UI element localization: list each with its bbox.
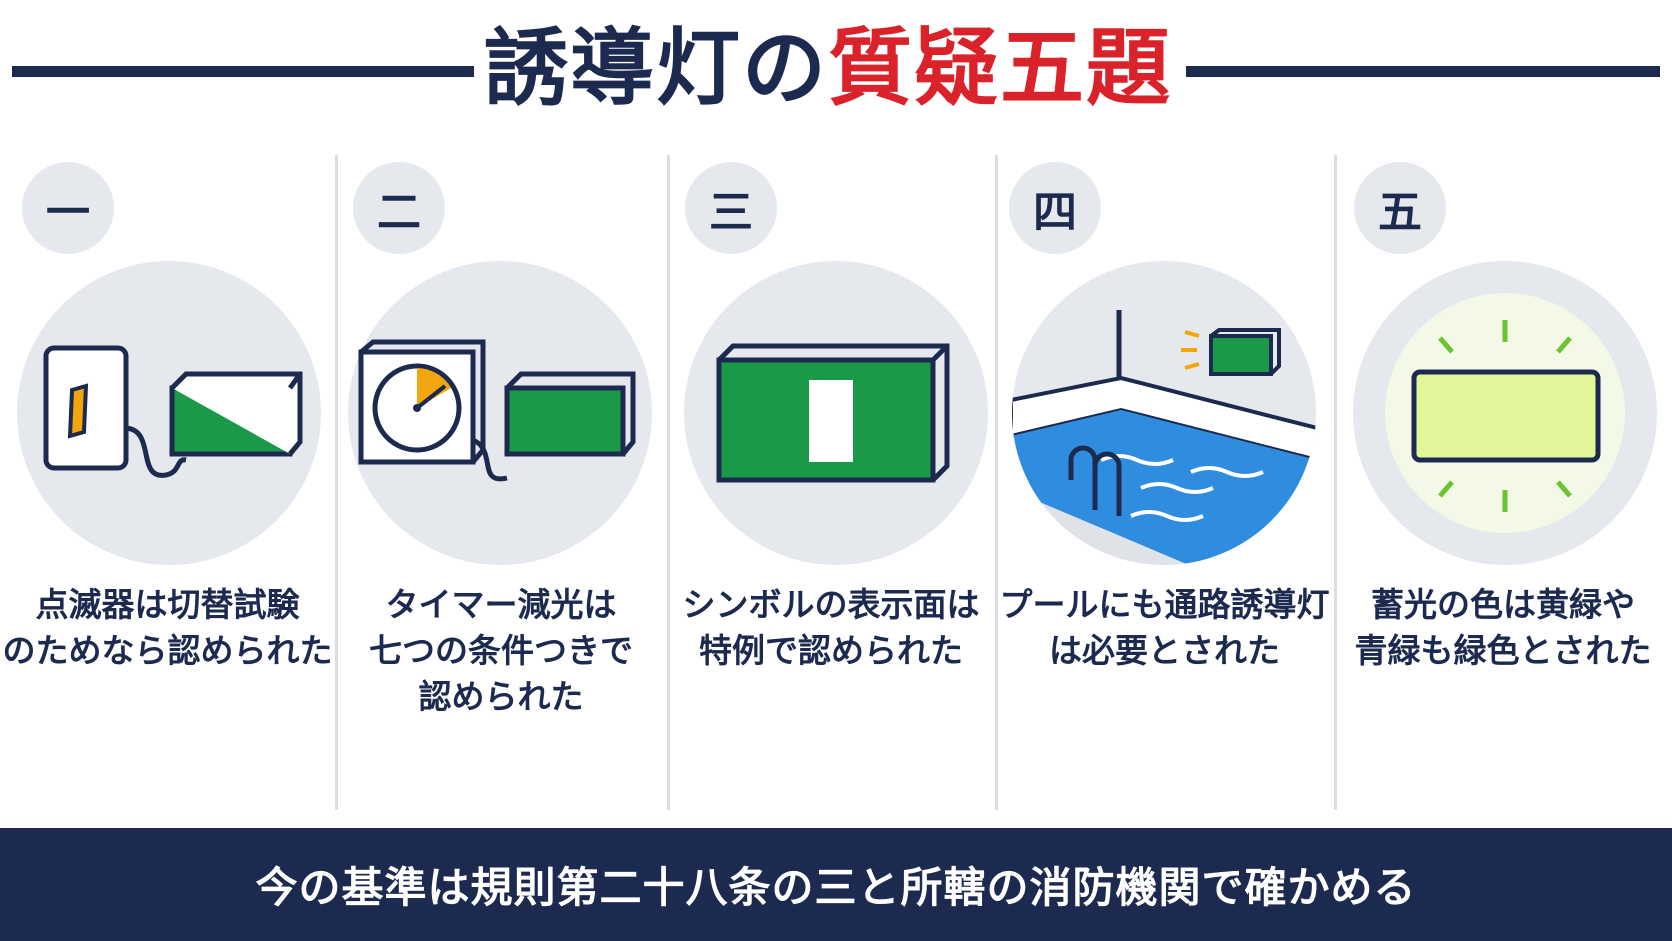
title-part-1: 誘導灯の bbox=[483, 19, 828, 117]
item-caption: シンボルの表示面は 特例で認められた bbox=[682, 585, 980, 670]
column-divider bbox=[1334, 155, 1337, 810]
number-badge: 四 bbox=[1009, 162, 1101, 254]
number-badge: 一 bbox=[22, 162, 114, 254]
column-divider bbox=[335, 155, 338, 810]
switch-and-sign-icon bbox=[17, 261, 321, 565]
column-divider bbox=[667, 155, 670, 810]
title-part-2: 質疑五題 bbox=[828, 19, 1173, 117]
number-badge: 二 bbox=[353, 162, 445, 254]
pool-sign-icon bbox=[1012, 261, 1316, 565]
glow-panel-icon bbox=[1353, 261, 1657, 565]
number-badge: 五 bbox=[1354, 162, 1446, 254]
title-rule-left bbox=[12, 66, 474, 77]
number-badge: 三 bbox=[685, 162, 777, 254]
column-divider bbox=[995, 155, 998, 810]
item-caption: 点滅器は切替試験 のためなら認められた bbox=[2, 585, 333, 670]
page-title: 誘導灯の質疑五題 bbox=[470, 18, 1186, 118]
item-caption: プールにも通路誘導灯 は必要とされた bbox=[999, 585, 1330, 670]
timer-and-sign-icon bbox=[348, 261, 652, 565]
footer-text: 今の基準は規則第二十八条の三と所轄の消防機関で確かめる bbox=[255, 863, 1417, 912]
item-card-2: 二 タイマー減光は 七つの条件つきで 認められた bbox=[335, 150, 667, 810]
items-grid: 一 点滅器は切替試験 のためなら認められた 二 タイマー減光は 七つの条件つき bbox=[0, 150, 1672, 810]
item-caption: タイマー減光は 七つの条件つきで 認められた bbox=[369, 585, 633, 716]
item-card-5: 五 蓄光の色は黄緑や 青緑も緑色とされた bbox=[1334, 150, 1672, 810]
item-card-4: 四 プールにも通路誘導灯 は必要とされた bbox=[995, 150, 1334, 810]
footer-banner: 今の基準は規則第二十八条の三と所轄の消防機関で確かめる bbox=[0, 828, 1672, 941]
title-rule-right bbox=[1186, 66, 1660, 77]
item-caption: 蓄光の色は黄緑や 青緑も緑色とされた bbox=[1354, 585, 1652, 670]
item-card-3: 三 シンボルの表示面は 特例で認められた bbox=[667, 150, 995, 810]
title-row: 誘導灯の質疑五題 bbox=[0, 0, 1672, 140]
item-card-1: 一 点滅器は切替試験 のためなら認められた bbox=[0, 150, 335, 810]
symbol-sign-icon bbox=[684, 261, 988, 565]
